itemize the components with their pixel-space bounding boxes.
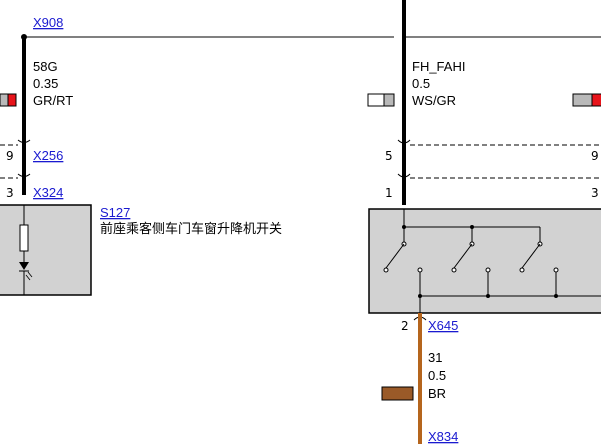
junction-dot xyxy=(554,294,558,298)
switch-contact xyxy=(485,267,491,273)
switch-contact xyxy=(417,267,423,273)
pin-number: 1 xyxy=(385,186,393,200)
wire-signal-label: 31 xyxy=(428,350,442,365)
switch-contact xyxy=(553,267,559,273)
wire-signal-label: FH_FAHI xyxy=(412,59,465,74)
color-swatch-brown xyxy=(381,386,414,401)
wire-gauge-label: 0.5 xyxy=(428,368,446,383)
color-swatch-red-far-right xyxy=(591,93,601,107)
connector-link-x908[interactable]: X908 xyxy=(33,15,63,30)
junction-dot xyxy=(470,225,474,229)
junction-dot xyxy=(486,294,490,298)
switch-arm-icon xyxy=(521,243,541,269)
color-swatch-white xyxy=(367,93,385,107)
pin-number: 5 xyxy=(385,149,393,163)
wire-gauge-label: 0.35 xyxy=(33,76,58,91)
color-swatch-grey xyxy=(383,93,395,107)
led-diode-icon xyxy=(19,262,29,270)
connector-link-x256-left[interactable]: X256 xyxy=(33,148,63,163)
connector-bracket xyxy=(397,139,411,144)
color-swatch-grey-red xyxy=(0,93,9,107)
switch-arm-icon xyxy=(453,243,473,269)
pin-number: 3 xyxy=(591,186,599,200)
wire-color-label: WS/GR xyxy=(412,93,456,108)
switch-contact xyxy=(519,267,525,273)
wire-signal-label: 58G xyxy=(33,59,58,74)
color-swatch-red xyxy=(7,93,17,107)
connector-link-x324-left[interactable]: X324 xyxy=(33,185,63,200)
wire-color-label: GR/RT xyxy=(33,93,73,108)
component-description: 前座乘客侧车门车窗升降机开关 xyxy=(100,221,282,236)
switch-arm-icon xyxy=(385,243,405,269)
pin-number: 9 xyxy=(591,149,599,163)
connector-link-x834[interactable]: X834 xyxy=(428,429,458,444)
resistor-icon xyxy=(19,224,29,252)
led-light-arrow xyxy=(25,274,31,281)
connector-bracket xyxy=(397,173,411,178)
connector-bracket xyxy=(17,139,31,143)
wire-color-label: BR xyxy=(428,386,446,401)
junction-dot xyxy=(402,225,406,229)
pin-number: 9 xyxy=(6,149,14,163)
switch-contact xyxy=(451,267,457,273)
led-light-arrow xyxy=(27,271,33,278)
pin-number: 2 xyxy=(401,319,409,333)
connector-link-x645[interactable]: X645 xyxy=(428,318,458,333)
component-link-s127[interactable]: S127 xyxy=(100,205,130,220)
switch-contact xyxy=(383,267,389,273)
component-box-left[interactable] xyxy=(0,204,92,296)
connector-bracket xyxy=(17,173,31,177)
color-swatch-grey-far-right xyxy=(572,93,593,107)
pin-number: 3 xyxy=(6,186,14,200)
wire-gauge-label: 0.5 xyxy=(412,76,430,91)
